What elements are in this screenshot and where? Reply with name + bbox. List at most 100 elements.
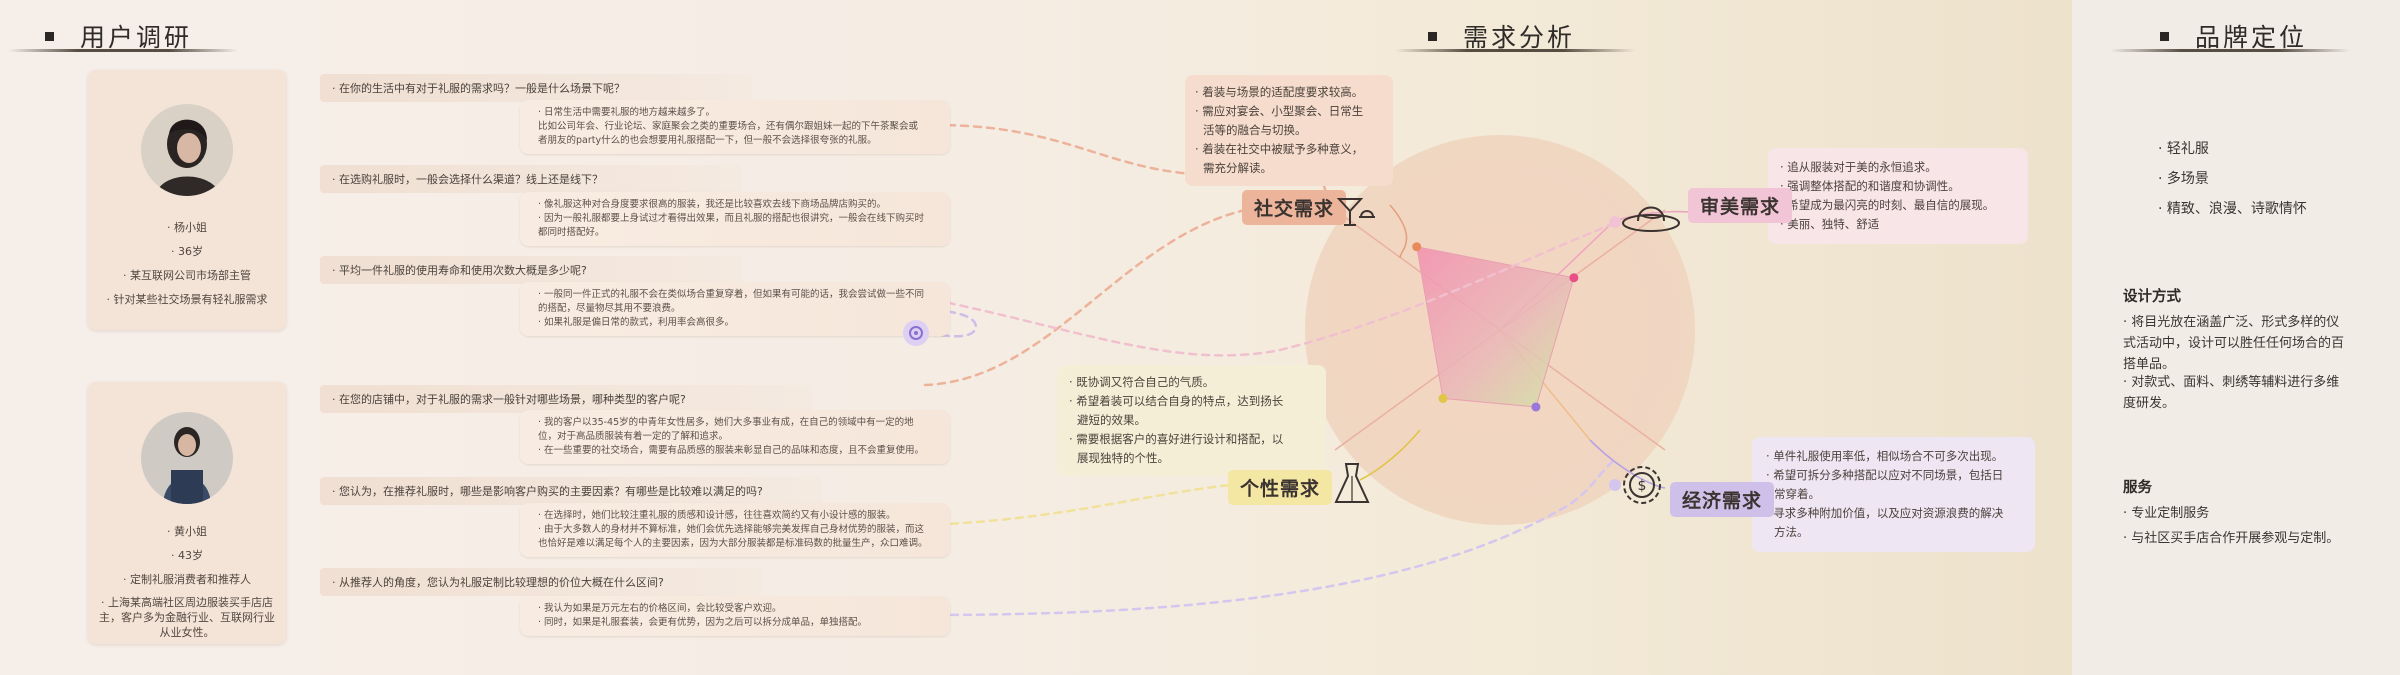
card-line: 展现独特的个性。 (1077, 451, 1169, 465)
persona-note: · 上海某高端社区周边服装买手店店 主，客户多为金融行业、互联网行业 从业女性。 (88, 595, 286, 640)
brand-service-title: 服务 (2123, 480, 2152, 496)
question: · 在选购礼服时，一般会选择什么渠道？线上还是线下？ (320, 165, 742, 193)
tag-social-need: 社交需求 (1242, 190, 1347, 225)
brand-service-item: · 与社区买手店合作开展参观与定制。 (2123, 531, 2340, 546)
answer: · 我认为如果是万元左右的价格区间，会比较受客户欢迎。 · 同时，如果是礼服套装… (520, 596, 950, 636)
tag-personal-need: 个性需求 (1228, 470, 1333, 505)
card-line: · 既协调又符合自己的气质。 (1069, 375, 1215, 389)
persona-note-line: 主，客户多为金融行业、互联网行业 (99, 611, 275, 624)
svg-text:$: $ (1638, 478, 1647, 494)
answer-line: · 我的客户以35-45岁的中青年女性居多，她们大多事业有成，在自己的领域中有一… (538, 417, 914, 428)
card-line: · 希望可拆分多种搭配以应对不同场景，包括日 (1766, 468, 2004, 482)
brand-keyword: · 精致、浪漫、诗歌情怀 (2158, 201, 2307, 217)
section-underline (1395, 49, 1635, 52)
connector-node (1609, 479, 1621, 491)
economic-need-card: · 单件礼服使用率低，相似场合不可多次出现。 · 希望可拆分多种搭配以应对不同场… (1752, 437, 2035, 552)
brand-design-line: · 将目光放在涵盖广泛、形式多样的仪 (2123, 315, 2340, 330)
brand-keyword: · 轻礼服 (2158, 141, 2209, 157)
question: · 从推荐人的角度，您认为礼服定制比较理想的价位大概在什么区间? (320, 568, 762, 596)
answer-line: 比如公司年会、行业论坛、家庭聚会之类的重要场合，还有偶尔跟姐妹一起的下午茶聚会或 (538, 121, 919, 132)
answer-line: 者朋友的party什么的也会想要用礼服搭配一下，但一般不会选择很夸张的礼服。 (538, 135, 877, 146)
brand-design-line: 度研发。 (2123, 396, 2176, 411)
persona-card-2: · 黄小姐 · 43岁 · 定制礼服消费者和推荐人 · 上海某高端社区周边服装买… (88, 382, 286, 644)
card-line: 避短的效果。 (1077, 413, 1146, 427)
persona-card-1: · 杨小姐 · 36岁 · 某互联网公司市场部主管 · 针对某些社交场景有轻礼服… (88, 70, 286, 330)
social-need-card: · 着装与场景的适配度要求较高。 · 需应对宴会、小型聚会、日常生 活等的融合与… (1185, 75, 1393, 186)
brand-design-item: · 将目光放在涵盖广泛、形式多样的仪 式活动中，设计可以胜任任何场合的百 搭单品… (2123, 312, 2344, 375)
radar-points (1412, 242, 1579, 412)
card-line: 需充分解读。 (1203, 161, 1272, 175)
section-title-analysis: 需求分析 (1428, 18, 1575, 54)
avatar (141, 412, 233, 504)
persona-job: · 某互联网公司市场部主管 (123, 269, 251, 282)
answer-line: · 日常生活中需要礼服的地方越来越多了。 (538, 107, 716, 118)
answer: · 日常生活中需要礼服的地方越来越多了。 比如公司年会、行业论坛、家庭聚会之类的… (520, 100, 950, 154)
brand-design-title: 设计方式 (2123, 289, 2181, 305)
connector-curve (933, 308, 977, 338)
card-line: · 着装在社交中被赋予多种意义， (1195, 142, 1364, 156)
answer: · 像礼服这种对合身度要求很高的服装，我还是比较喜欢去线下商场品牌店购买的。 ·… (520, 192, 950, 246)
question: · 在您的店铺中，对于礼服的需求一般针对哪些场景，哪种类型的客户呢? (320, 385, 812, 413)
connector-curve (923, 458, 1617, 617)
answer-line: · 在选择时，她们比较注重礼服的质感和设计感，往往喜欢简约又有小设计感的服装。 (538, 510, 896, 521)
connector-node (1609, 216, 1621, 228)
answer-line: · 同时，如果是礼服套装，会更有优势，因为之后可以拆分成单品，单独搭配。 (538, 617, 868, 628)
persona-age: · 36岁 (171, 245, 203, 258)
gear-icon (903, 320, 929, 346)
bullet-square-icon (1428, 31, 1437, 41)
persona-age: · 43岁 (171, 549, 203, 562)
tag-link (1389, 204, 1408, 259)
answer-line: · 像礼服这种对合身度要求很高的服装，我还是比较喜欢去线下商场品牌店购买的。 (538, 199, 887, 210)
persona-name: · 黄小姐 (167, 525, 207, 538)
card-line: 常穿着。 (1774, 487, 1820, 501)
answer-line: · 我认为如果是万元左右的价格区间，会比较受客户欢迎。 (538, 603, 782, 614)
answer-line: · 一般同一件正式的礼服不会在类似场合重复穿着，但如果有可能的话，我会尝试做一些… (538, 289, 925, 300)
dress-icon (1332, 460, 1372, 512)
persona-note-line: 从业女性。 (159, 626, 215, 639)
connector-curve (923, 208, 1247, 387)
answer-line: · 由于大多数人的身材并不算标准，她们会优先选择能够完美发挥自己身材优势的服装，… (538, 524, 925, 535)
answer-line: · 如果礼服是偏日常的款式，利用率会高很多。 (538, 317, 735, 328)
radar-point (1412, 242, 1422, 252)
answer-line: 的搭配，尽量物尽其用不要浪费。 (538, 303, 681, 314)
card-line: · 单件礼服使用率低，相似场合不可多次出现。 (1766, 449, 2004, 463)
card-line: · 追从服装对于美的永恒追求。 (1780, 160, 1937, 174)
question: · 在你的生活中有对于礼服的需求吗？一般是什么场景下呢？ (320, 74, 752, 102)
answer-line: · 因为一般礼服都要上身试过才看得出效果，而且礼服的搭配也很讲究，一般会在线下购… (538, 213, 925, 224)
cocktail-icon (1335, 195, 1377, 237)
card-line: · 寻求多种附加价值，以及应对资源浪费的解决 (1766, 506, 2004, 520)
brand-design-line: · 对款式、面料、刺绣等辅料进行多维 (2123, 375, 2340, 390)
section-title-research: 用户调研 (45, 18, 192, 54)
persona-note: · 针对某些社交场景有轻礼服需求 (106, 293, 268, 306)
aesthetic-need-card: · 追从服装对于美的永恒追求。 · 强调整体搭配的和谐度和协调性。 · 希望成为… (1768, 148, 2028, 244)
question: · 您认为，在推荐礼服时，哪些是影响客户购买的主要因素？有哪些是比较难以满足的吗… (320, 477, 822, 505)
brand-design-line: 搭单品。 (2123, 357, 2176, 372)
persona-note-line: · 上海某高端社区周边服装买手店店 (101, 596, 273, 609)
tag-economic-need: 经济需求 (1670, 482, 1775, 517)
brand-service-item: · 专业定制服务 (2123, 506, 2210, 521)
answer-line: 位，对于高品质服装有着一定的了解和追求。 (538, 431, 729, 442)
bullet-square-icon (2160, 31, 2169, 41)
personal-need-card: · 既协调又符合自己的气质。 · 希望着装可以结合自身的特点，达到扬长 避短的效… (1057, 365, 1326, 476)
avatar-woman-icon (141, 104, 233, 196)
radar-point (1531, 402, 1541, 412)
answer-line: 都同时搭配好。 (538, 227, 605, 238)
brand-panel-background (2072, 0, 2400, 675)
brand-design-line: 式活动中，设计可以胜任任何场合的百 (2123, 336, 2345, 351)
tag-link (1359, 429, 1421, 481)
radar-point (1569, 273, 1579, 283)
answer: · 我的客户以35-45岁的中青年女性居多，她们大多事业有成，在自己的领域中有一… (520, 410, 950, 464)
card-line: · 需应对宴会、小型聚会、日常生 (1195, 104, 1364, 118)
persona-job: · 定制礼服消费者和推荐人 (123, 573, 251, 586)
card-line: · 希望着装可以结合自身的特点，达到扬长 (1069, 394, 1284, 408)
brand-design-item: · 对款式、面料、刺绣等辅料进行多维 度研发。 (2123, 372, 2339, 414)
answer-line: 也恰好是难以满足每个人的主要因素，因为大部分服装都是标准码数的批量生产，众口难调… (538, 538, 928, 549)
answer-line: · 在一些重要的社交场合，需要有品质感的服装来彰显自己的品味和态度，且不会重复使… (538, 445, 925, 456)
card-line: · 希望成为最闪亮的时刻、最自信的展现。 (1780, 198, 1995, 212)
section-underline (8, 49, 238, 52)
section-underline (2110, 49, 2350, 52)
section-title-brand: 品牌定位 (2160, 18, 2307, 54)
question: · 平均一件礼服的使用寿命和使用次数大概是多少呢? (320, 256, 742, 284)
coin-gear-icon: $ (1620, 463, 1664, 511)
